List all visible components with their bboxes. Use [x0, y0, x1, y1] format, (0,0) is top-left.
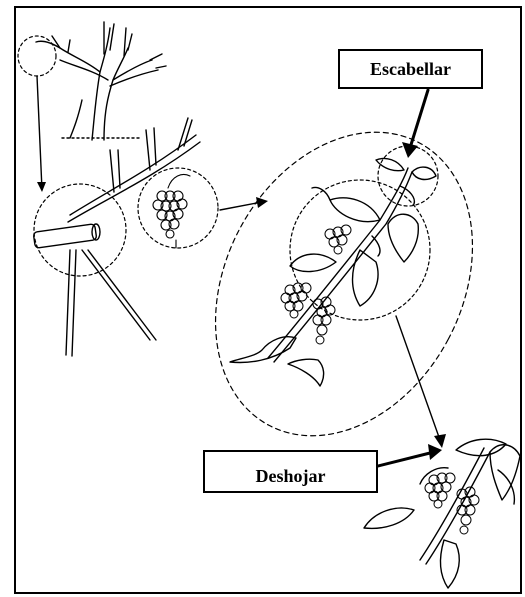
label-escabellar: Escabellar: [338, 49, 483, 89]
label-escabellar-text: Escabellar: [370, 59, 451, 80]
defoliated-shoot-drawing: [364, 439, 520, 588]
shoot-drawing: [230, 158, 436, 386]
shoot-detail-oval: [165, 87, 524, 480]
vine-trunk-drawing: [36, 22, 166, 140]
grape-clusters-shoot: [281, 225, 351, 344]
cane-and-post-drawing: [33, 118, 200, 356]
grape-cluster-small: [153, 175, 190, 249]
grape-clusters-bottom: [425, 473, 479, 534]
arrow-trunk-to-cut: [37, 76, 42, 190]
arrow-shoot-to-leaves: [396, 316, 440, 440]
label-deshojar-text: Deshojar: [256, 466, 326, 487]
arrow-escabellar: [410, 90, 428, 148]
label-deshojar: Deshojar: [203, 450, 378, 493]
